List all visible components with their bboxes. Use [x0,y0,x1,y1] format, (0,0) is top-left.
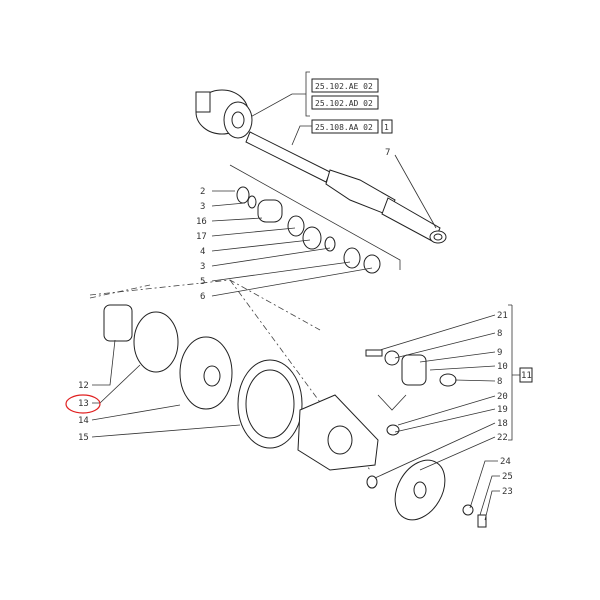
note-number: 1 [384,123,389,132]
note-box [381,119,393,134]
callout-18[interactable]: 18 [497,419,508,429]
callout-22[interactable]: 22 [497,433,508,443]
callout-4[interactable]: 4 [200,247,205,257]
callout-8[interactable]: 8 [497,329,502,339]
upper-components [229,164,401,274]
reference-code[interactable]: 25.108.AA 02 [315,123,373,132]
reference-box-1[interactable] [311,78,379,93]
callout-23[interactable]: 23 [502,487,513,497]
callout-14[interactable]: 14 [78,416,89,426]
callout-24[interactable]: 24 [500,457,511,467]
reference-code[interactable]: 25.102.AE 02 [315,82,373,91]
callout-3[interactable]: 3 [200,202,205,212]
lower-components [103,304,487,528]
callout-6[interactable]: 6 [200,292,205,302]
callout-9[interactable]: 9 [497,348,502,358]
callouts-upper-left: 2 3 16 17 4 3 5 6 [196,187,373,302]
leader-line [394,154,437,229]
group-box-label[interactable]: 11 [521,371,532,381]
highlight-circle [65,394,101,414]
differential-housing [195,89,253,139]
callouts-lower-left: 12 13 14 15 [65,339,241,443]
group-box [519,367,533,383]
reference-box-2[interactable] [311,95,379,110]
callouts-bottom-right: 24 25 23 [469,457,513,521]
callout-10[interactable]: 10 [497,362,508,372]
callout-21[interactable]: 21 [497,311,508,321]
assembly-axis [89,284,151,299]
callout-12[interactable]: 12 [78,381,89,391]
callout-13[interactable]: 13 [78,399,89,409]
callout-8[interactable]: 8 [497,377,502,387]
callout-3[interactable]: 3 [200,262,205,272]
reference-code[interactable]: 25.102.AD 02 [315,99,373,108]
callout-17[interactable]: 17 [196,232,207,242]
callout-20[interactable]: 20 [497,392,508,402]
callout-7[interactable]: 7 [385,148,390,158]
callout-15[interactable]: 15 [78,433,89,443]
callout-5[interactable]: 5 [200,277,205,287]
reference-group: 25.102.AE 02 25.102.AD 02 25.108.AA 02 1 [244,71,393,146]
reference-box-3[interactable] [311,119,379,134]
callout-16[interactable]: 16 [196,217,207,227]
callout-2[interactable]: 2 [200,187,205,197]
callout-19[interactable]: 19 [497,405,508,415]
drive-shaft [245,131,447,244]
callouts-right: 21 8 9 10 8 20 19 18 22 11 [374,304,533,479]
callout-25[interactable]: 25 [502,472,513,482]
